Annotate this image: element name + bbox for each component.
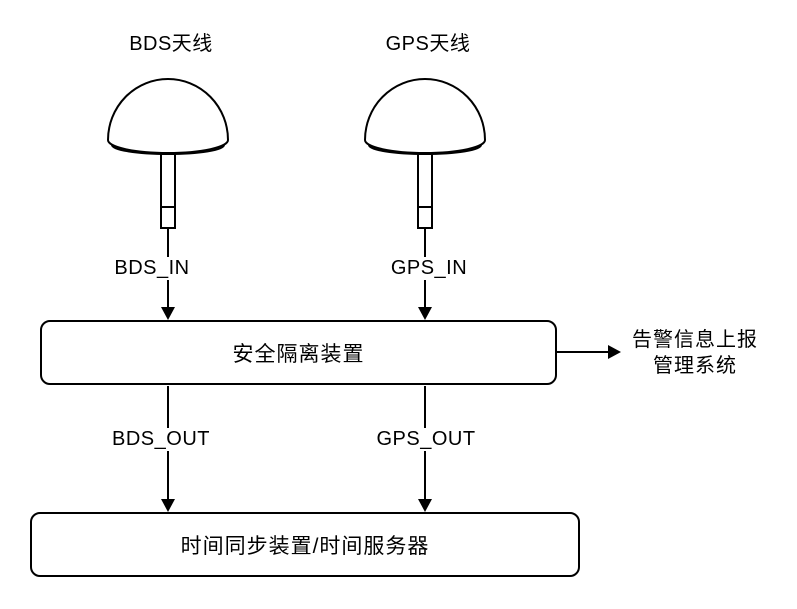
isolation-device-box: 安全隔离装置 bbox=[40, 320, 557, 385]
alarm-report-line1: 告警信息上报 bbox=[632, 329, 758, 351]
gps-antenna-label: GPS天线 bbox=[385, 33, 471, 55]
bds-out-arrowhead-icon bbox=[161, 499, 175, 512]
alarm-arrowhead-icon bbox=[608, 345, 621, 359]
gps-antenna-stem-icon bbox=[417, 152, 433, 229]
isolation-device-label: 安全隔离装置 bbox=[232, 342, 365, 366]
alarm-report-note: 告警信息上报 管理系统 bbox=[620, 327, 770, 379]
time-sync-box: 时间同步装置/时间服务器 bbox=[30, 512, 580, 577]
bds-antenna-stem-icon bbox=[160, 152, 176, 229]
gps-in-arrowhead-icon bbox=[418, 307, 432, 320]
bds-antenna-dome-icon bbox=[106, 78, 230, 154]
bds-antenna-label: BDS天线 bbox=[129, 33, 213, 55]
gps-in-label: GPS_IN bbox=[385, 257, 473, 280]
alarm-report-line2: 管理系统 bbox=[653, 355, 737, 377]
time-sync-label: 时间同步装置/时间服务器 bbox=[180, 534, 430, 558]
bds-in-arrowhead-icon bbox=[161, 307, 175, 320]
bds-in-label: BDS_IN bbox=[109, 257, 195, 280]
gps-antenna-dome-icon bbox=[363, 78, 487, 154]
gps-out-label: GPS_OUT bbox=[371, 428, 481, 451]
gps-out-arrowhead-icon bbox=[418, 499, 432, 512]
bds-out-label: BDS_OUT bbox=[107, 428, 215, 451]
